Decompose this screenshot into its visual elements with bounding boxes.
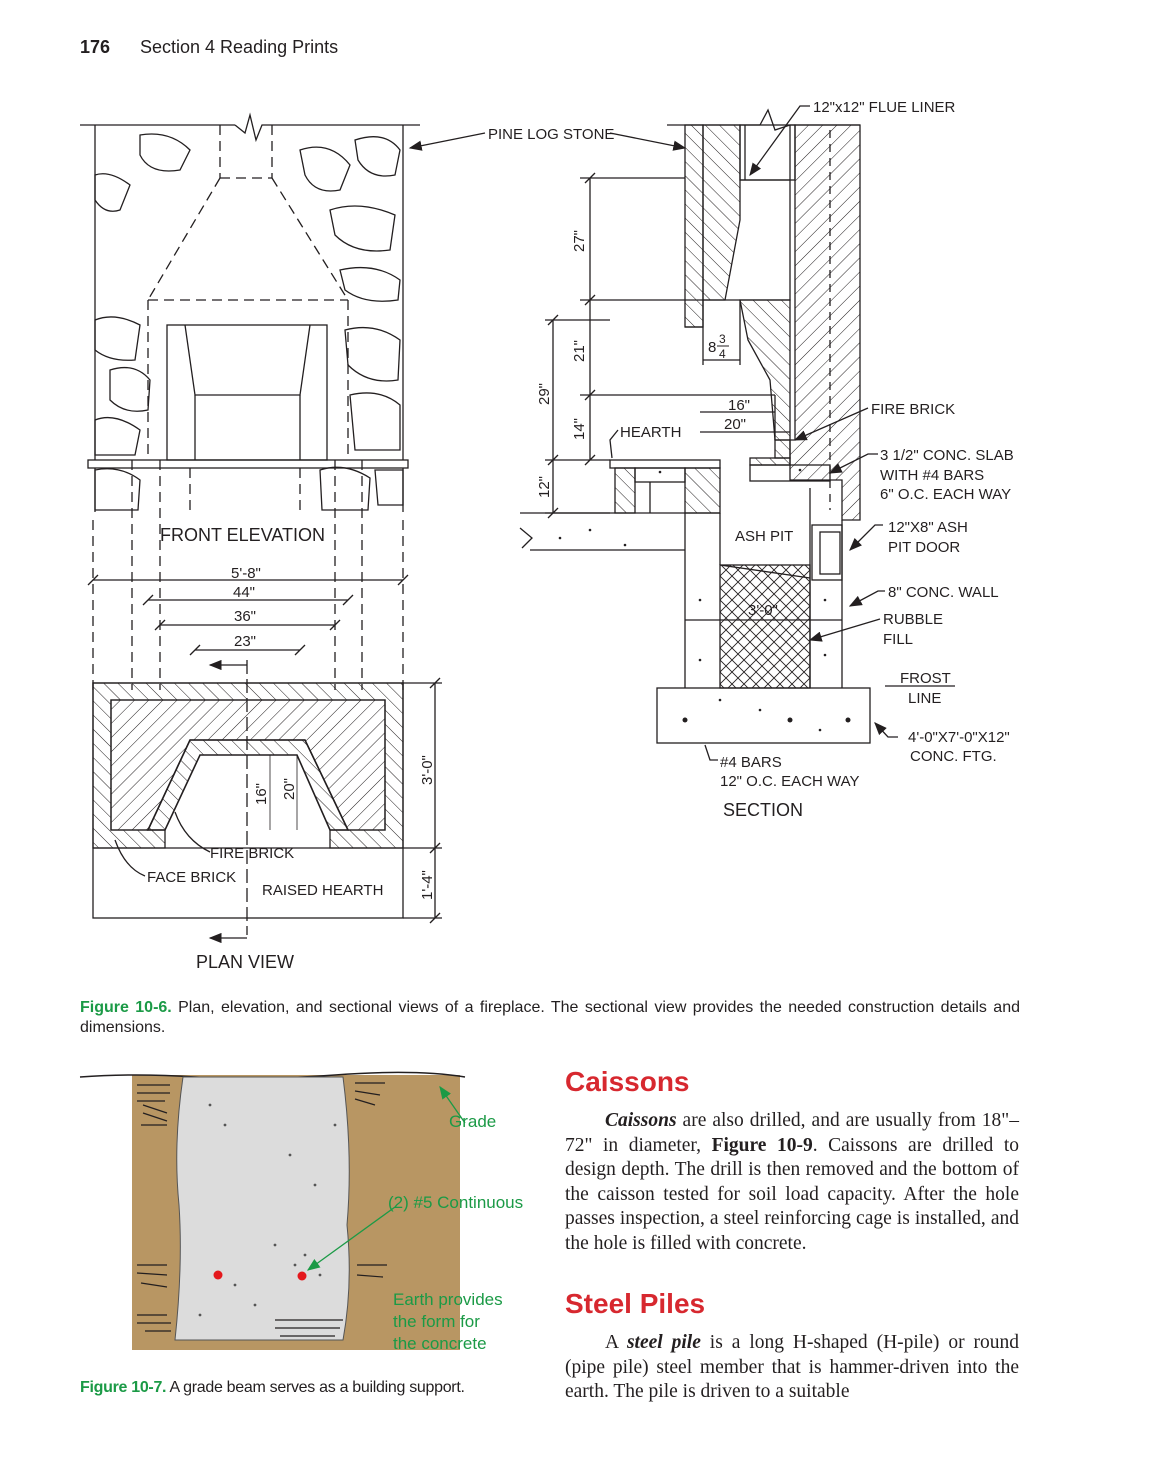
frost-line-label-2: LINE: [908, 690, 941, 707]
steel-piles-heading: Steel Piles: [565, 1288, 706, 1319]
steel-piles-text-1: A: [605, 1332, 627, 1353]
dim-5-8: 5'-8": [231, 565, 261, 582]
steel-pile-term: steel pile: [626, 1332, 701, 1353]
grade-beam-concrete: [174, 1076, 350, 1341]
caissons-text-1: are also drilled, and are usually from 1…: [565, 1110, 1019, 1156]
dim-8-denominator: 4: [719, 347, 726, 361]
conc-slab-label-2: WITH #4 BARS: [880, 467, 984, 484]
caissons-text-2: . Caissons are drilled to design depth. …: [565, 1134, 1019, 1254]
rebar-label: (2) #5 Continuous: [388, 1193, 523, 1212]
dim-16-plan: 16": [253, 783, 270, 805]
dim-29: 29": [536, 383, 553, 405]
dim-1-4: 1'-4": [419, 870, 436, 900]
figure-10-7-drawing: Grade (2) #5 Continuous Earth provides t…: [79, 1071, 523, 1353]
earth-label-3: the concrete: [393, 1334, 487, 1353]
dim-8-numerator: 3: [719, 332, 726, 346]
figure-10-7-caption-text: A grade beam serves as a building suppor…: [166, 1379, 465, 1396]
bars-label-1: #4 BARS: [720, 754, 782, 771]
conc-wall-label: 8" CONC. WALL: [888, 584, 999, 601]
rubble-label-1: RUBBLE: [883, 611, 943, 628]
rebar-right: [297, 1271, 307, 1281]
dim-36: 36": [234, 608, 256, 625]
figure-10-7-caption: Figure 10-7. A grade beam serves as a bu…: [80, 1378, 540, 1398]
footing-label-2: CONC. FTG.: [910, 748, 997, 765]
figure-10-6-caption: Figure 10-6. Plan, elevation, and sectio…: [80, 998, 1020, 1038]
hearth-label: HEARTH: [620, 424, 681, 441]
dim-20-plan: 20": [281, 778, 298, 800]
fire-brick-section-label: FIRE BRICK: [871, 401, 955, 418]
dim-21: 21": [571, 340, 588, 362]
dim-27: 27": [571, 230, 588, 252]
flue-liner-label: 12"x12" FLUE LINER: [813, 99, 956, 116]
conc-slab-label-1: 3 1/2" CONC. SLAB: [880, 447, 1014, 464]
figure-10-6-caption-text: Plan, elevation, and sectional views of …: [80, 999, 1020, 1036]
dim-20-section: 20": [724, 416, 746, 433]
figure-10-6-drawing: FRONT ELEVATION PLAN VIEW SECTION PINE L…: [80, 99, 1014, 972]
earth-label-2: the form for: [393, 1312, 480, 1331]
caissons-term: Caissons: [605, 1110, 677, 1131]
steel-piles-paragraph: A steel pile is a long H-shaped (H-pile)…: [565, 1331, 1019, 1405]
footing-label-1: 4'-0"X7'-0"X12": [908, 729, 1010, 746]
caissons-paragraph: Caissons are also drilled, and are usual…: [565, 1109, 1019, 1256]
dim-12: 12": [536, 476, 553, 498]
ash-pit-door-label-1: 12"X8" ASH: [888, 519, 968, 536]
figure-10-7-label: Figure 10-7.: [80, 1379, 167, 1396]
dim-16-section: 16": [728, 397, 750, 414]
earth-label-1: Earth provides: [393, 1290, 503, 1309]
rebar-left: [213, 1270, 223, 1280]
section-label: SECTION: [723, 800, 803, 820]
fire-brick-plan-label: FIRE BRICK: [210, 845, 294, 862]
front-elevation-label: FRONT ELEVATION: [160, 525, 325, 545]
section-header: Section 4 Reading Prints: [140, 37, 339, 57]
steel-piles-text-2: is a long H-shaped (H-pile) or round (pi…: [565, 1332, 1019, 1402]
figure-10-6-label: Figure 10-6.: [80, 999, 172, 1016]
dim-23: 23": [234, 633, 256, 650]
plan-view-label: PLAN VIEW: [196, 952, 294, 972]
dim-3-0-section: 3'-0": [748, 602, 778, 619]
frost-line-label-1: FROST: [900, 670, 951, 687]
ash-pit-label: ASH PIT: [735, 528, 793, 545]
pine-log-stone-label: PINE LOG STONE: [488, 126, 614, 143]
dim-8-whole: 8: [708, 339, 716, 356]
dim-14: 14": [571, 418, 588, 440]
conc-slab-label-3: 6" O.C. EACH WAY: [880, 486, 1011, 503]
figure-10-9-ref: Figure 10-9: [711, 1134, 813, 1156]
grade-label: Grade: [449, 1112, 496, 1131]
raised-hearth-label: RAISED HEARTH: [262, 882, 383, 899]
face-brick-label: FACE BRICK: [147, 869, 236, 886]
bars-label-2: 12" O.C. EACH WAY: [720, 773, 860, 790]
caissons-heading: Caissons: [565, 1066, 690, 1097]
dim-44: 44": [233, 584, 255, 601]
dim-3-0-plan: 3'-0": [419, 755, 436, 785]
page-number: 176: [80, 37, 111, 57]
rubble-label-2: FILL: [883, 631, 913, 648]
ash-pit-door-label-2: PIT DOOR: [888, 539, 960, 556]
